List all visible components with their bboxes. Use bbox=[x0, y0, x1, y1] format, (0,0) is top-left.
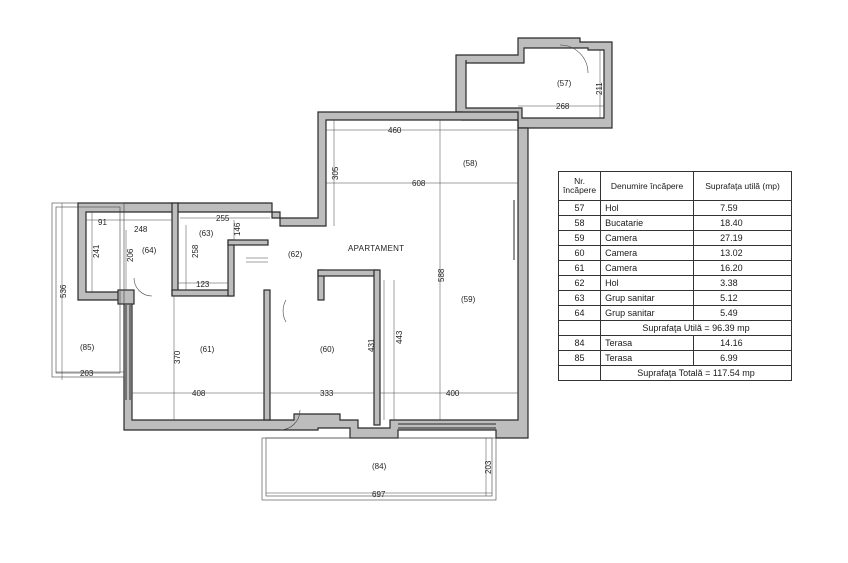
room-label-59: (59) bbox=[461, 295, 476, 304]
useful-total: Suprafaţa Utilă = 96.39 mp bbox=[600, 320, 792, 336]
dim-536: 536 bbox=[59, 284, 68, 298]
dimension-lines bbox=[56, 50, 604, 496]
wall-63-bottom bbox=[171, 289, 233, 297]
dim-400: 400 bbox=[446, 389, 460, 398]
terrace-84-inner bbox=[265, 437, 493, 497]
wall-64-corner bbox=[117, 289, 135, 305]
terraces bbox=[51, 202, 497, 501]
dim-146: 146 bbox=[233, 222, 242, 236]
dim-370: 370 bbox=[173, 350, 182, 364]
dim-697: 697 bbox=[372, 490, 386, 499]
dimension-labels: 268 211 460 305 608 588 91 248 255 241 2… bbox=[59, 82, 604, 499]
room-label-62: (62) bbox=[288, 250, 303, 259]
terrace-85-outline bbox=[51, 202, 125, 378]
room-label-64: (64) bbox=[142, 246, 157, 255]
doors bbox=[133, 44, 589, 431]
dim-588: 588 bbox=[437, 268, 446, 282]
wall-63-left bbox=[171, 202, 179, 296]
table-header-row: Nr. încăpere Denumire încăpere Suprafaţa… bbox=[557, 171, 792, 201]
apartment-label: APARTAMENT bbox=[348, 244, 404, 253]
dim-91: 91 bbox=[98, 218, 107, 227]
room-label-57: (57) bbox=[557, 79, 572, 88]
room-labels: (57) (58) (59) (60) (61) (62) (63) (64) … bbox=[80, 79, 572, 471]
interior-walls bbox=[117, 202, 381, 426]
wall-63-right bbox=[227, 239, 235, 297]
dim-123: 123 bbox=[196, 280, 210, 289]
dim-443: 443 bbox=[395, 330, 404, 344]
windows bbox=[125, 200, 515, 429]
room-label-63: (63) bbox=[199, 229, 214, 238]
room-area-table: Nr. încăpere Denumire încăpere Suprafaţa… bbox=[557, 171, 792, 381]
wall-62-top bbox=[227, 239, 269, 246]
dim-431: 431 bbox=[367, 338, 376, 352]
dim-333: 333 bbox=[320, 389, 334, 398]
wall-61-60 bbox=[263, 289, 271, 421]
header-area: Suprafaţa utilă (mp) bbox=[693, 171, 792, 201]
dim-203-left: 203 bbox=[80, 369, 94, 378]
useful-total-row: Suprafaţa Utilă = 96.39 mp bbox=[557, 320, 792, 336]
dim-203-right: 203 bbox=[484, 460, 493, 474]
dim-460: 460 bbox=[388, 126, 402, 135]
exterior-walls bbox=[77, 37, 613, 439]
dim-268: 268 bbox=[556, 102, 570, 111]
header-nr: Nr. încăpere bbox=[557, 171, 602, 201]
room-label-58: (58) bbox=[463, 159, 478, 168]
dim-408: 408 bbox=[192, 389, 206, 398]
room-label-85: (85) bbox=[80, 343, 95, 352]
grand-total-row: Suprafaţa Totală = 117.54 mp bbox=[557, 365, 792, 381]
dim-305: 305 bbox=[331, 166, 340, 180]
wall-60-top bbox=[317, 269, 379, 277]
header-name: Denumire încăpere bbox=[600, 171, 695, 201]
dim-206: 206 bbox=[126, 248, 135, 262]
wall-60-59 bbox=[373, 269, 381, 426]
terrace-85-inner bbox=[55, 206, 121, 374]
room-label-61: (61) bbox=[200, 345, 215, 354]
dim-248: 248 bbox=[134, 225, 148, 234]
room-label-60: (60) bbox=[320, 345, 335, 354]
wall-main bbox=[77, 111, 529, 439]
dim-608: 608 bbox=[412, 179, 426, 188]
dim-211: 211 bbox=[595, 82, 604, 95]
room-label-84: (84) bbox=[372, 462, 387, 471]
grand-total: Suprafaţa Totală = 117.54 mp bbox=[600, 365, 792, 381]
dim-255: 255 bbox=[216, 214, 230, 223]
dim-241: 241 bbox=[92, 244, 101, 258]
dim-258: 258 bbox=[191, 244, 200, 258]
